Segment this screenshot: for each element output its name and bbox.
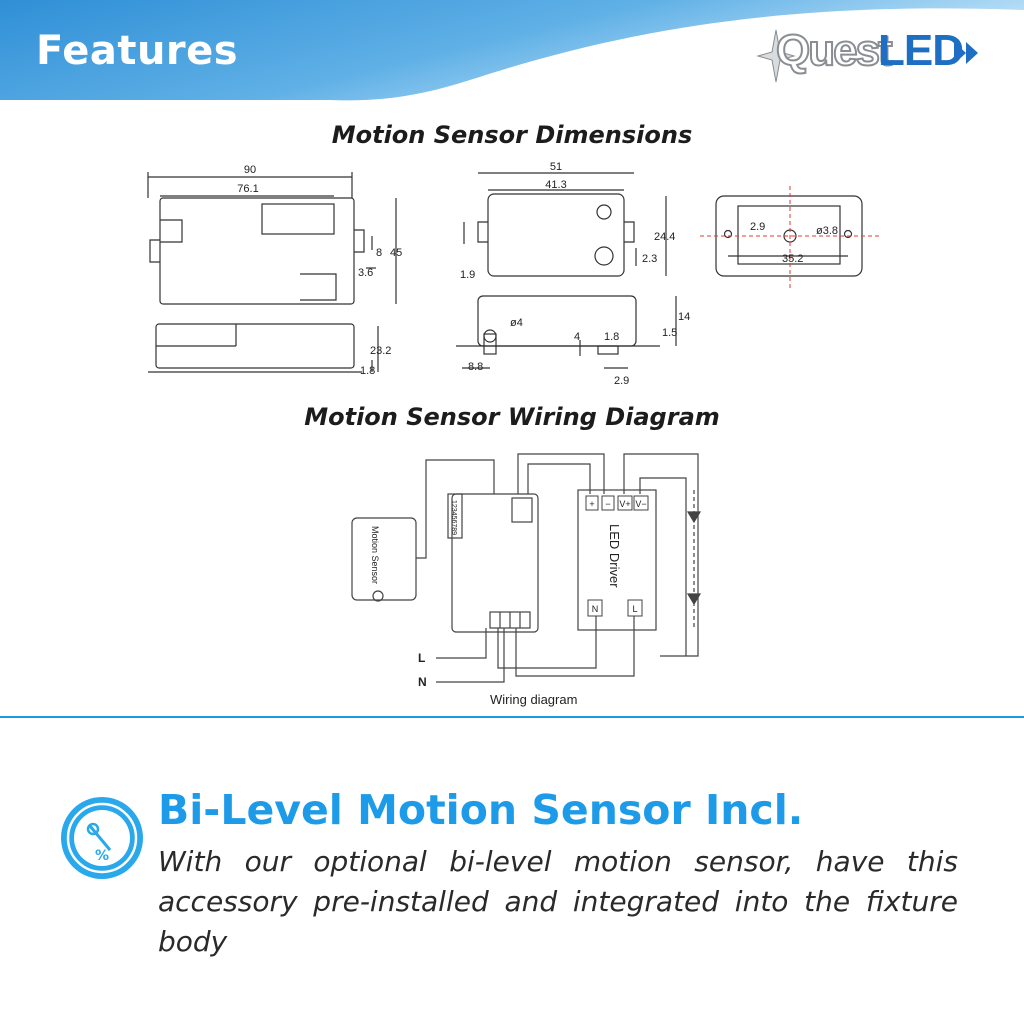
play-arrows-icon	[954, 42, 978, 64]
dim-label: ø4	[510, 317, 523, 329]
dim-label: 2.9	[750, 221, 765, 233]
neutral-label: N	[418, 675, 427, 689]
feature-heading: Bi-Level Motion Sensor Incl.	[158, 786, 804, 834]
driver-terminal-vminus: V−	[635, 499, 646, 509]
dim-label: 1.5	[662, 327, 677, 339]
motion-sensor-percent-icon: %	[61, 797, 143, 879]
brand-name-quest: Quest	[775, 25, 894, 76]
wiring-diagram: + − V+ V− N L LED Driver Motion Sensor 1…	[351, 453, 702, 707]
wiring-title: Motion Sensor Wiring Diagram	[304, 403, 720, 431]
dim-label: 35.2	[782, 253, 803, 265]
center-lines	[700, 186, 880, 290]
sensor-top-view	[149, 197, 365, 305]
sensor-side-view	[148, 323, 362, 373]
dim-label: 4	[574, 331, 580, 343]
led-driver-label: LED Driver	[607, 524, 622, 588]
dim-label: 24.4	[654, 231, 675, 243]
dim-label: 1.9	[460, 269, 475, 281]
driver-input-n: N	[592, 604, 599, 614]
module-serial: 123456789	[450, 500, 457, 535]
driver-terminal-vplus: V+	[619, 499, 630, 509]
dim-label: 2.3	[642, 253, 657, 265]
dim-label: 23.2	[370, 345, 391, 357]
led-driver-unit	[577, 489, 657, 631]
driver-terminal-minus: −	[605, 499, 610, 509]
feature-description: With our optional bi-level motion sensor…	[158, 845, 958, 958]
dim-label: 8.8	[468, 361, 483, 373]
dimensions-title: Motion Sensor Dimensions	[331, 121, 693, 149]
brand-name-led: LED	[878, 26, 964, 75]
dim-label: 45	[390, 247, 402, 259]
dim-label: 14	[678, 311, 690, 323]
star-icon	[756, 29, 796, 83]
dim-label: 41.3	[545, 179, 566, 191]
driver-input-l: L	[632, 604, 637, 614]
driver-terminal-plus: +	[589, 499, 594, 509]
dim-label: 3.6	[358, 267, 373, 279]
dim-label: 1.8	[604, 331, 619, 343]
page-title: Features	[36, 28, 239, 74]
motion-sensor-unit	[351, 517, 417, 602]
header-band	[0, 0, 1024, 101]
dim-label: 8	[376, 247, 382, 259]
dim-label: ø3.8	[816, 225, 838, 237]
section-divider	[0, 716, 1024, 718]
svg-text:%: %	[95, 848, 109, 864]
line-label: L	[418, 651, 425, 665]
dim-label: 2.9	[614, 375, 629, 387]
wiring-caption: Wiring diagram	[490, 692, 577, 707]
dim-label: 76.1	[237, 183, 258, 195]
sensor-small-side-view	[456, 295, 660, 355]
dim-label: 90	[244, 164, 256, 176]
dimension-drawings: 90 76.1 8 45 3.6 23.2 1.8 51 41.3 24.4 2…	[147, 161, 880, 387]
brand-logo: Quest LED	[756, 25, 986, 84]
sensor-small-top-view	[477, 193, 635, 277]
dim-label: 1.8	[360, 365, 375, 377]
motion-sensor-label: Motion Sensor	[370, 526, 380, 584]
dim-label: 51	[550, 161, 562, 173]
sensor-module	[447, 493, 539, 633]
